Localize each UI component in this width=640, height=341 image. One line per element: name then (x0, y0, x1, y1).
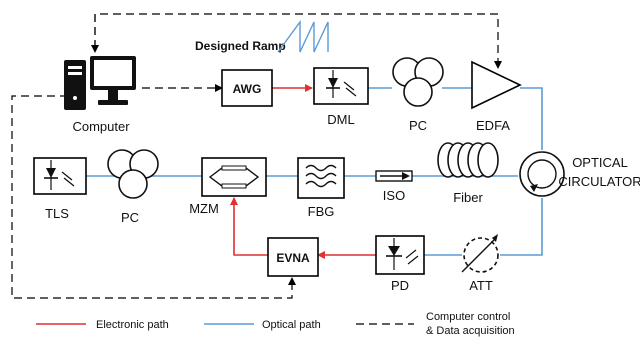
optical-path-edfa-circulator (520, 87, 543, 150)
dml-label: DML (327, 112, 354, 127)
legend-optical-label: Optical path (262, 319, 321, 331)
circulator-label-line2: CIRCULATOR (558, 174, 640, 189)
control-path-top (94, 13, 502, 69)
fbg-box (297, 157, 345, 199)
tls-box (33, 157, 87, 195)
iso-label: ISO (383, 188, 405, 203)
dml-box (313, 67, 369, 105)
awg-box (221, 69, 273, 107)
optical-path-circulator-att (500, 198, 543, 256)
att-icon (461, 234, 499, 273)
ramp-waveform (277, 19, 329, 53)
designed-ramp-label: Designed Ramp (195, 39, 286, 53)
iso-icon (375, 170, 413, 182)
legend: Electronic path Optical path Computer co… (36, 311, 515, 337)
awg-label: AWG (233, 82, 262, 96)
pd-label: PD (391, 278, 409, 293)
optical-circulator-icon (519, 151, 565, 197)
fiber-spool-icon (437, 142, 499, 178)
evna-label: EVNA (276, 251, 310, 265)
att-label: ATT (469, 278, 493, 293)
electronic-path-evna-mzm (230, 197, 268, 256)
mzm-box (201, 157, 267, 197)
legend-computer-label-line2: & Data acquisition (426, 325, 515, 337)
pc-top-label: PC (409, 118, 427, 133)
edfa-label: EDFA (476, 118, 510, 133)
pc-mid-icon (107, 149, 159, 199)
legend-computer-label-line1: Computer control (426, 311, 510, 323)
pc-top-icon (392, 57, 444, 107)
legend-electronic-label: Electronic path (96, 319, 169, 331)
fiber-label: Fiber (453, 190, 483, 205)
tls-label: TLS (45, 206, 69, 221)
fbg-label: FBG (308, 204, 335, 219)
pc-mid-label: PC (121, 210, 139, 225)
computer-label: Computer (72, 119, 130, 134)
computer-icon (64, 56, 136, 110)
edfa-triangle (471, 60, 522, 110)
circulator-label-line1: OPTICAL (572, 155, 628, 170)
control-path-left (11, 95, 296, 299)
evna-box (267, 237, 319, 277)
pd-box (375, 235, 425, 275)
mzm-label: MZM (189, 201, 219, 216)
